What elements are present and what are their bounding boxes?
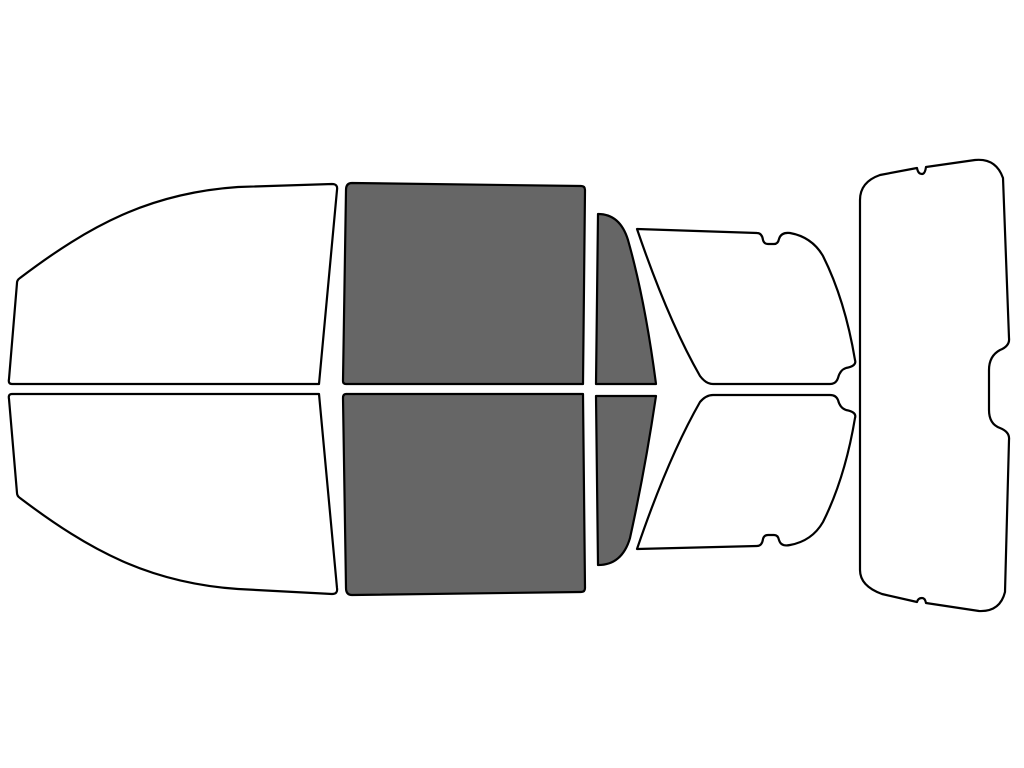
rear-door-window-upper[interactable] [341, 181, 587, 386]
front-door-window-lower[interactable] [7, 392, 339, 596]
rear-windshield[interactable] [858, 158, 1011, 613]
rear-door-window-lower[interactable] [341, 392, 587, 597]
rear-side-window-lower[interactable] [635, 393, 857, 551]
rear-side-window-upper[interactable] [635, 227, 857, 386]
rear-quarter-window-upper[interactable] [594, 212, 658, 386]
front-door-window-upper[interactable] [7, 182, 339, 386]
rear-quarter-window-lower[interactable] [594, 394, 658, 567]
